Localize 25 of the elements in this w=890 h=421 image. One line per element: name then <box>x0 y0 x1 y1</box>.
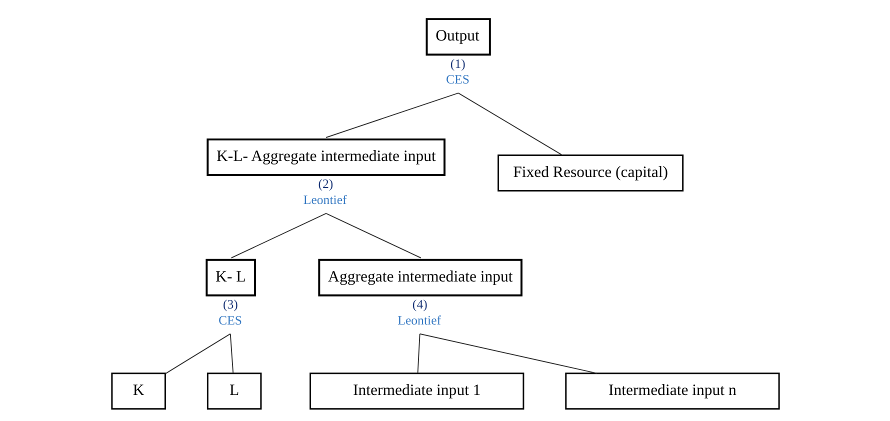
node-box: Output <box>425 18 490 56</box>
node-box: K <box>110 372 166 410</box>
connector <box>325 92 458 138</box>
node-label: Leontief <box>397 313 441 328</box>
node-box: L <box>206 372 262 410</box>
connector <box>325 212 421 258</box>
node-box: Fixed Resource (capital) <box>497 154 684 192</box>
node-label: (1) <box>450 56 465 71</box>
node-box: K-L- Aggregate intermediate input <box>206 138 445 176</box>
node-label: Leontief <box>302 192 346 207</box>
connector <box>230 212 326 258</box>
node-box: Intermediate input 1 <box>309 372 524 410</box>
node-box: Aggregate intermediate input <box>318 258 522 296</box>
connector <box>229 333 234 374</box>
node-label: CES <box>445 72 469 87</box>
connector <box>416 333 420 374</box>
node-box: K- L <box>205 258 256 296</box>
node-label: (4) <box>412 298 427 312</box>
connector <box>164 333 230 374</box>
node-label: (2) <box>318 177 333 192</box>
node-box: Intermediate input n <box>564 372 780 410</box>
connector <box>418 333 598 374</box>
node-label: CES <box>218 313 242 328</box>
node-label: (3) <box>222 298 238 312</box>
connector <box>457 92 562 156</box>
